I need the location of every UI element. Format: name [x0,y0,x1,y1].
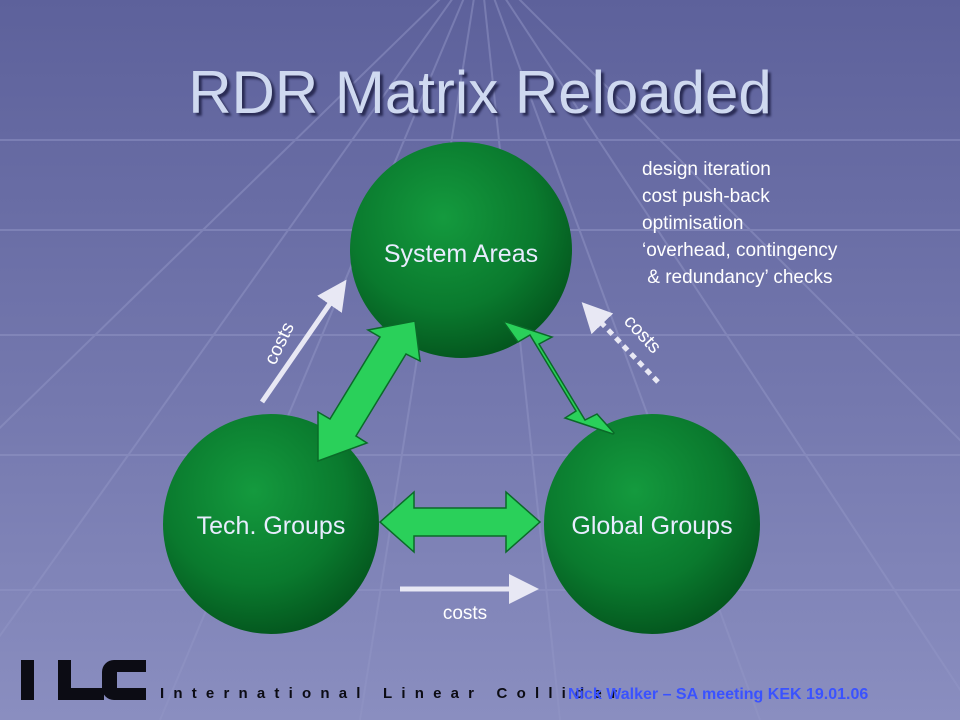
note-overhead-contingency: ‘overhead, contingency [642,240,838,261]
double-arrow-tech-global [378,490,542,554]
note-design-iteration: design iteration [642,159,771,180]
footer-credit: Nick Walker – SA meeting KEK 19.01.06 [568,686,869,703]
logo-letter-l [58,660,104,700]
note-cost-push-back: cost push-back [642,186,770,207]
double-arrow-system-global [501,319,616,435]
design-notes-list: design iteration cost push-back optimisa… [642,156,837,291]
slide-title: RDR Matrix Reloaded [188,59,772,126]
costs-label-bottom: costs [443,603,487,624]
double-arrow-system-tech [317,320,421,463]
ilc-logo [21,660,146,700]
node-global-groups: Global Groups [544,414,760,634]
cost-arrow-tech-to-system [259,279,347,404]
label-system-areas: System Areas [384,240,538,268]
node-tech-groups: Tech. Groups [163,414,379,634]
sphere-tech-groups [163,414,379,634]
note-redundancy-checks: & redundancy’ checks [642,267,833,288]
sphere-global-groups [544,414,760,634]
logo-subtitle: International Linear Collider [160,685,626,702]
sphere-system-areas [350,142,572,358]
label-tech-groups: Tech. Groups [197,512,346,540]
cost-arrow-global-to-system-dotted [581,302,660,384]
node-system-areas: System Areas [350,142,572,358]
logo-letter-c [102,660,146,700]
note-optimisation: optimisation [642,213,744,234]
logo-letter-i [21,660,34,700]
label-global-groups: Global Groups [571,512,732,540]
